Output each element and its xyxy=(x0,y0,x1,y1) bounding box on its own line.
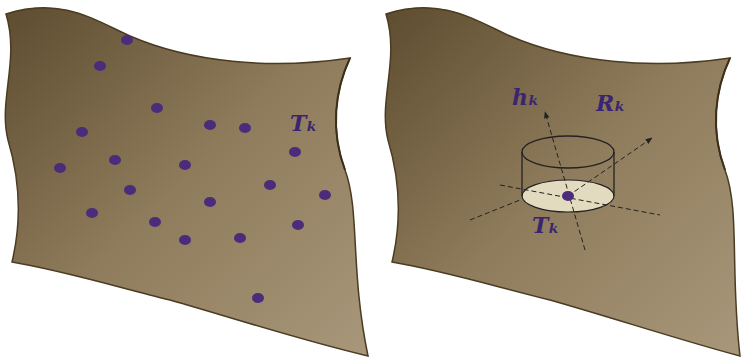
symbol-label: Tₖ xyxy=(532,214,560,236)
site-dot xyxy=(86,208,98,218)
site-dot xyxy=(149,217,161,227)
symbol-label: Rₖ xyxy=(596,92,626,114)
site-dot xyxy=(264,180,276,190)
site-dot xyxy=(292,220,304,230)
site-dot xyxy=(179,235,191,245)
surface xyxy=(385,8,740,356)
site-dot xyxy=(109,155,121,165)
symbol-label: hₖ xyxy=(512,86,540,108)
symbol-label: Tₖ xyxy=(290,112,318,134)
site-dot xyxy=(239,123,251,133)
site-dot xyxy=(179,160,191,170)
site-dot xyxy=(151,103,163,113)
site-dot xyxy=(204,197,216,207)
site-dot xyxy=(234,233,246,243)
site-dot xyxy=(121,35,133,45)
site-dot xyxy=(124,185,136,195)
site-dots xyxy=(54,35,331,303)
site-dot xyxy=(54,163,66,173)
surface xyxy=(5,8,368,356)
site-dot xyxy=(252,293,264,303)
site-dot xyxy=(289,147,301,157)
site-dot xyxy=(94,61,106,71)
site-dot xyxy=(319,190,331,200)
cylinder xyxy=(470,112,660,250)
site-dot xyxy=(204,120,216,130)
site-dot xyxy=(76,127,88,137)
